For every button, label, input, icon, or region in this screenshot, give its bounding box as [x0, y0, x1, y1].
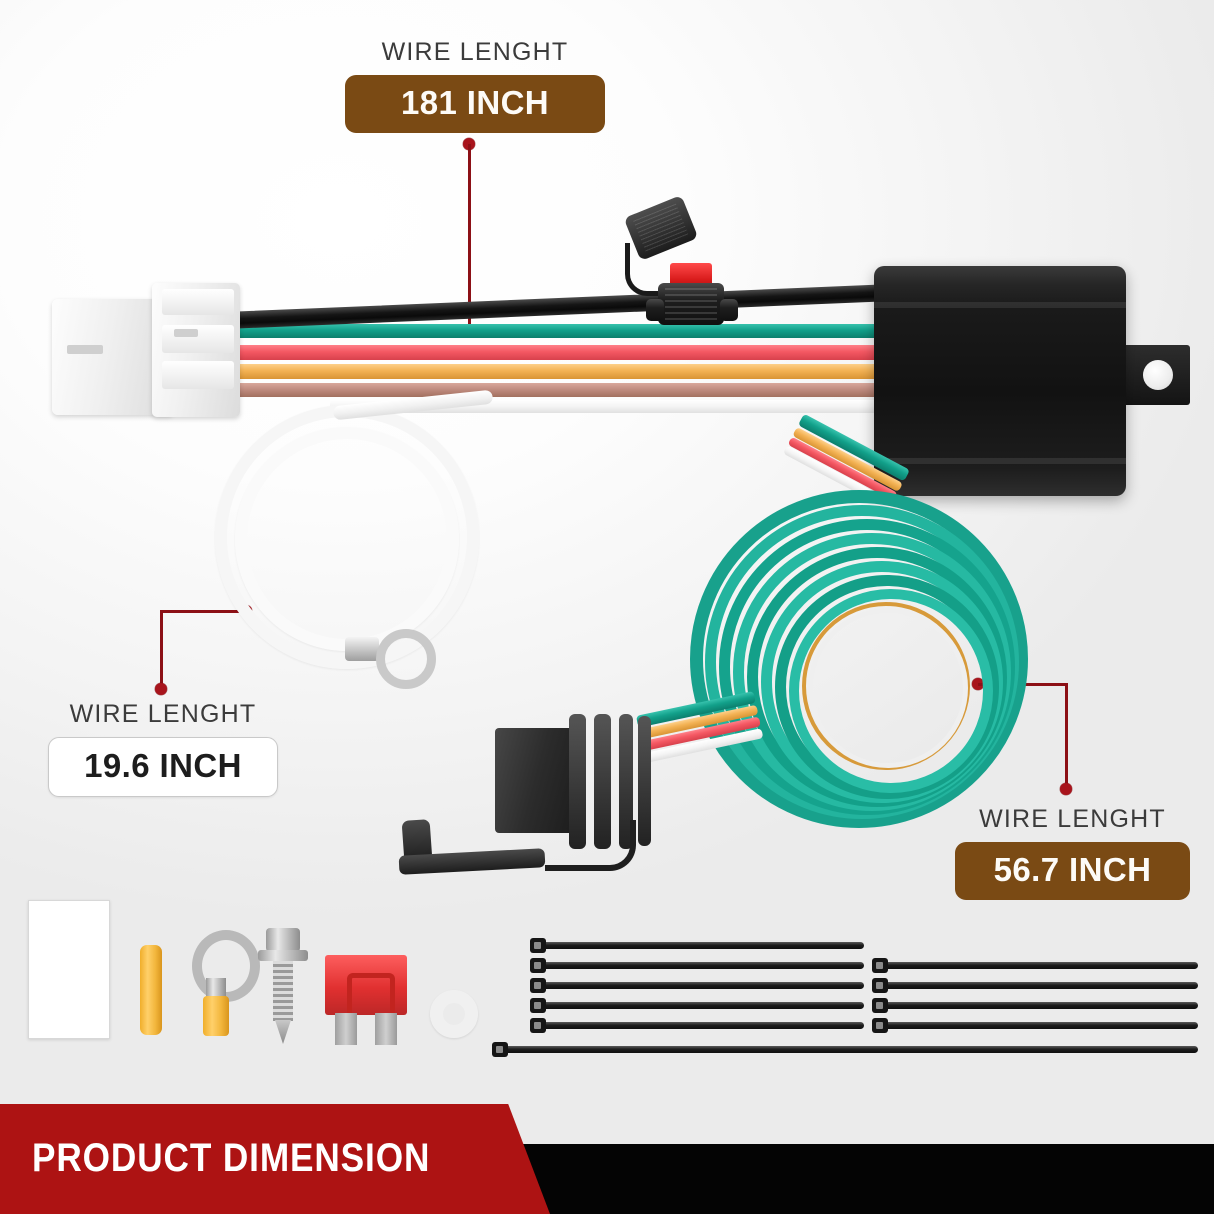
fuse-holder-strain-relief-left: [646, 299, 664, 321]
zip-tie: [546, 1022, 864, 1029]
converter-band-bottom: [874, 458, 1126, 464]
teal-coil-inner-orange: [802, 602, 970, 770]
fuse-holder-strain-relief-right: [720, 299, 738, 321]
teal-coil-ring-7: [775, 575, 999, 799]
banner-title: PRODUCT DIMENSION: [32, 1136, 431, 1180]
harness-wire-teal: [195, 324, 890, 338]
callout-left-leader-v: [160, 610, 163, 688]
screw-drill-tip: [275, 1020, 291, 1044]
zip-tie-head: [872, 1018, 888, 1033]
callout-right-leader-v: [1065, 683, 1068, 788]
ring-terminal-sleeve: [203, 996, 229, 1036]
banner-red-block: [0, 1104, 480, 1214]
flat-connector-fin-3: [619, 714, 633, 849]
screw-threaded-shank: [273, 961, 293, 1021]
callout-left: WIRE LENGHT 19.6 INCH: [48, 700, 278, 797]
harness-wire-orange: [195, 364, 890, 379]
harness-wire-brown: [195, 383, 890, 397]
flat-connector-fin-4: [638, 716, 651, 846]
teal-coil-ring-8: [789, 589, 993, 793]
zip-tie: [888, 1022, 1198, 1029]
zip-tie-head: [872, 998, 888, 1013]
clear-nylon-washer: [430, 990, 478, 1038]
callout-right: WIRE LENGHT 56.7 INCH: [955, 805, 1190, 900]
zip-tie: [508, 1046, 1198, 1053]
black-converter-module: [874, 266, 1126, 496]
white-coil-ring-inner: [235, 427, 459, 651]
blade-fuse-leg-left: [335, 1013, 357, 1045]
callout-left-badge: 19.6 INCH: [48, 737, 278, 797]
flat-connector-cap-tether: [545, 820, 636, 871]
callout-top-leader-line: [468, 144, 471, 332]
converter-band-top: [874, 302, 1126, 308]
zip-tie-head: [530, 978, 546, 993]
callout-left-leader-h: [160, 610, 246, 613]
callout-top: WIRE LENGHT 181 INCH: [345, 38, 605, 133]
blade-fuse-leg-right: [375, 1013, 397, 1045]
zip-tie: [546, 942, 864, 949]
callout-right-caption: WIRE LENGHT: [979, 805, 1166, 833]
plug-terminal-slot: [174, 329, 198, 337]
flat-connector-body: [495, 728, 577, 833]
harness-wire-pink: [195, 345, 890, 360]
plug-ridge-top: [162, 289, 234, 315]
flat-connector-fin-1: [569, 714, 586, 849]
callout-right-dot-elbow: [1060, 783, 1072, 795]
zip-tie: [888, 962, 1198, 969]
callout-top-badge: 181 INCH: [345, 75, 605, 133]
teal-coil-inner-white: [808, 608, 968, 768]
zip-tie-head: [530, 1018, 546, 1033]
screw-flange: [258, 950, 308, 961]
ring-terminal-neck: [206, 978, 226, 1000]
zip-tie-head: [530, 958, 546, 973]
converter-mounting-tab: [1118, 345, 1190, 405]
zip-tie-head: [530, 998, 546, 1013]
fuse-holder-ridges: [665, 288, 717, 320]
callout-left-dot-elbow: [155, 683, 167, 695]
flat-connector-fin-2: [594, 714, 611, 849]
zip-tie: [546, 1002, 864, 1009]
instruction-manual: [28, 900, 110, 1039]
fuse-cap-tether: [625, 243, 658, 296]
zip-tie-head: [530, 938, 546, 953]
plug-ridge-low: [162, 361, 234, 389]
fuse-holder-body: [658, 283, 724, 325]
zip-tie-head: [872, 978, 888, 993]
zip-tie: [546, 982, 864, 989]
zip-tie-head: [492, 1042, 508, 1057]
ground-ring-terminal: [376, 629, 436, 689]
ring-terminal-eye: [192, 930, 260, 1002]
plug-latch-slot: [67, 345, 103, 354]
zip-tie: [546, 962, 864, 969]
callout-top-caption: WIRE LENGHT: [381, 38, 569, 66]
ground-ring-terminal-sleeve: [345, 637, 379, 661]
callout-right-badge: 56.7 INCH: [955, 842, 1190, 900]
plug-ridge-mid: [162, 325, 234, 353]
zip-tie: [888, 1002, 1198, 1009]
mounting-tab-hole: [1143, 360, 1173, 390]
screw-hex-head: [266, 928, 300, 952]
blade-fuse-element: [347, 973, 395, 1020]
callout-left-caption: WIRE LENGHT: [69, 700, 257, 728]
zip-tie: [888, 982, 1198, 989]
zip-tie-head: [872, 958, 888, 973]
yellow-butt-connector: [140, 945, 162, 1035]
